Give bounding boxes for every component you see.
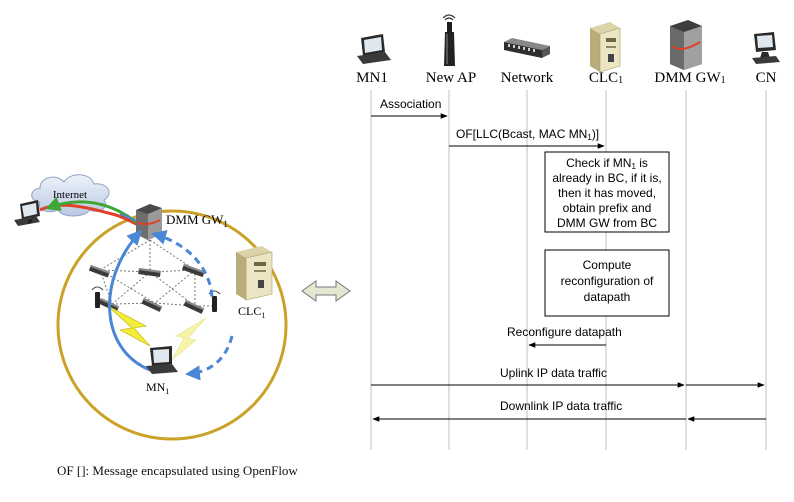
svg-text:reconfiguration of: reconfiguration of [561, 274, 654, 288]
network-topology-panel: Internet DMM GW1 [14, 174, 288, 441]
data-path-old-arrow [108, 229, 151, 372]
svg-text:Check if MN1 is: Check if MN1 is [566, 156, 648, 171]
entity-label-cn: CN [756, 70, 777, 86]
mobile-node-icon [146, 346, 178, 374]
data-path-new-arrow [151, 230, 214, 301]
correspondence-double-arrow [301, 280, 351, 302]
svg-text:DMM GW from BC: DMM GW from BC [557, 216, 657, 230]
switch-icon [88, 264, 205, 314]
check-binding-cache-box [544, 151, 670, 233]
access-point-icon [442, 14, 456, 66]
svg-text:datapath: datapath [584, 290, 631, 304]
mobility-movement-arrow [185, 335, 234, 381]
message-downlink-label: Downlink IP data traffic [500, 399, 622, 413]
internet-label: Internet [53, 189, 87, 201]
lifelines [370, 90, 767, 450]
entity-label-network: Network [501, 70, 554, 86]
remote-computer-icon [14, 200, 40, 226]
entity-label-mn: MN1 [356, 70, 388, 86]
wireless-link-old-lightning [107, 305, 151, 347]
gateway-label: DMM GW1 [166, 212, 228, 229]
message-of-label: OF[LLC(Bcast, MAC MN1)] [456, 127, 599, 142]
entity-labels: MN1 New AP Network CLC1 DMM GW1 CN [356, 70, 776, 86]
footnote: OF []: Message encapsulated using OpenFl… [57, 463, 298, 478]
laptop-icon [357, 34, 391, 64]
svg-text:then it has moved,: then it has moved, [558, 186, 656, 200]
sequence-diagram: MN1 New AP Network CLC1 DMM GW1 CN Assoc… [356, 14, 780, 450]
controller-label: CLC1 [238, 304, 265, 320]
controller-server-icon [236, 246, 273, 301]
domain-ring [56, 209, 288, 441]
compute-reconfiguration-box [544, 249, 670, 317]
entity-label-clc: CLC1 [589, 70, 623, 86]
check-binding-cache-text: Check if MN1 is already in BC, if it is,… [552, 156, 661, 230]
message-association-label: Association [380, 97, 441, 111]
svg-text:already in BC, if it is,: already in BC, if it is, [552, 171, 661, 185]
compute-reconfiguration-text: Compute reconfiguration of datapath [561, 258, 654, 304]
svg-text:obtain prefix and: obtain prefix and [563, 201, 652, 215]
desktop-icon [752, 32, 780, 64]
server-icon [590, 22, 621, 73]
switch-icon [504, 38, 550, 58]
access-point-icon [91, 286, 221, 312]
svg-text:Compute: Compute [583, 258, 632, 272]
message-reconfigure-label: Reconfigure datapath [507, 325, 622, 339]
wireless-link-new-lightning [171, 317, 207, 361]
entity-label-ap: New AP [426, 70, 476, 86]
message-uplink-label: Uplink IP data traffic [500, 366, 607, 380]
entity-label-gw: DMM GW1 [654, 70, 725, 86]
mobile-node-label: MN1 [146, 380, 169, 396]
gateway-icon [670, 20, 702, 70]
